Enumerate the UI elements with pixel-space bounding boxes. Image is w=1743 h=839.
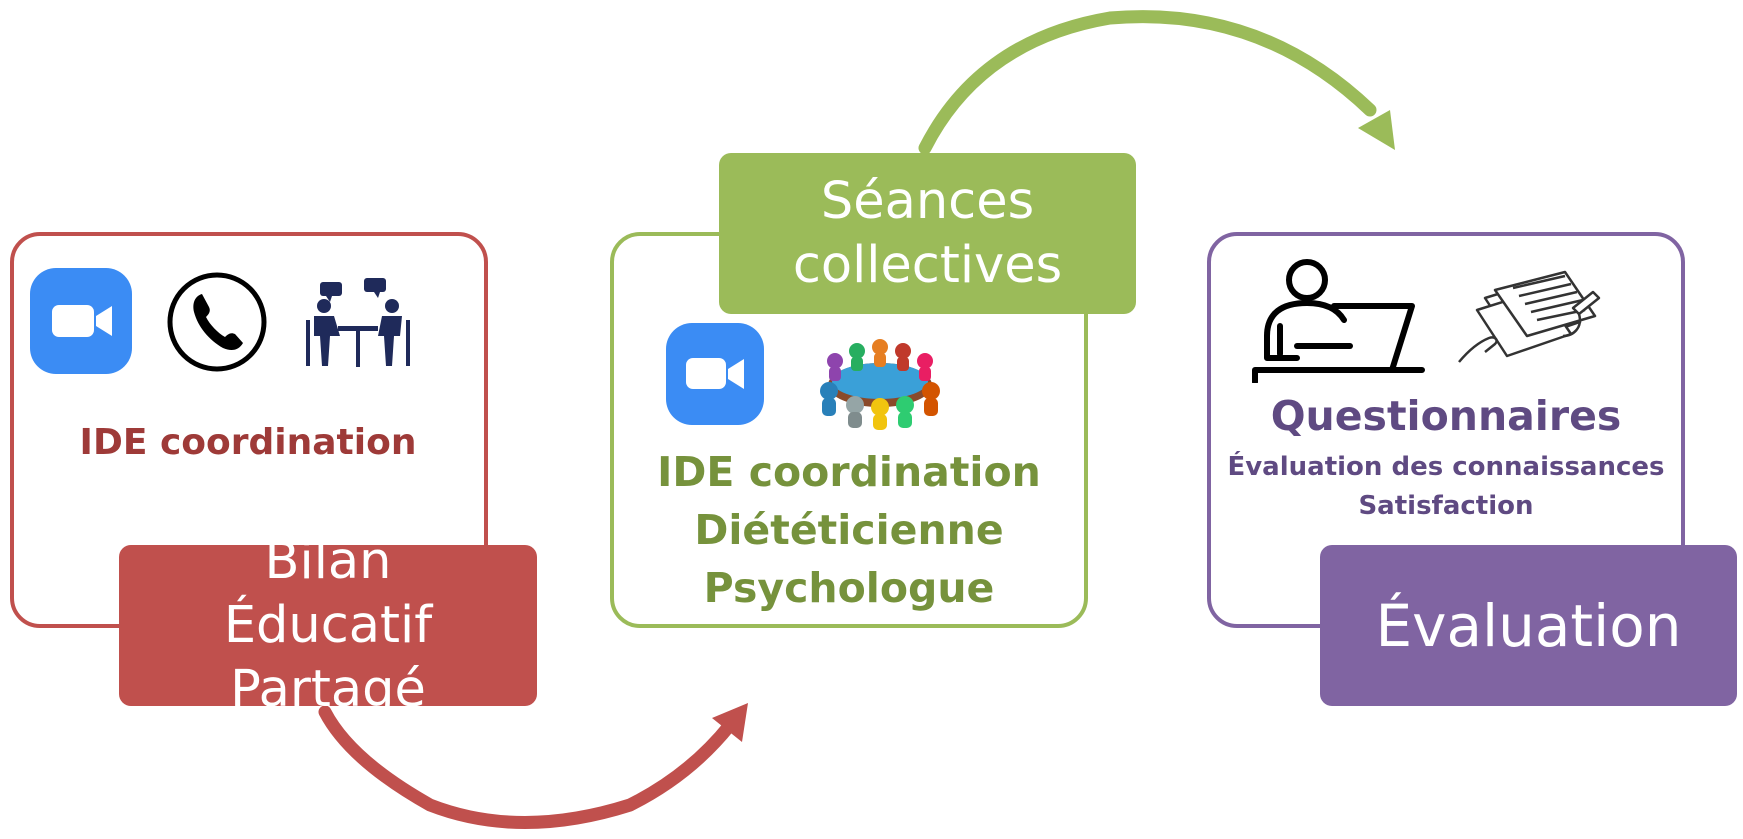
step3-lines: Évaluation des connaissances Satisfactio… (1217, 448, 1675, 526)
step2-tag-label: Séances collectives (792, 171, 1063, 295)
round-table-icon (815, 335, 945, 436)
step3-line-1: Évaluation des connaissances (1227, 452, 1665, 482)
person-laptop-icon (1252, 258, 1427, 388)
step3-title: Questionnaires (1270, 392, 1622, 440)
step2-role-3: Psychologue (703, 564, 995, 612)
meeting-icon (302, 276, 414, 373)
phone-icon (165, 270, 269, 379)
video-camera-icon (666, 323, 764, 430)
step1-role: IDE coordination (79, 422, 417, 463)
arrow-step1-to-step2-head (712, 703, 748, 742)
step1-tag: Bilan Éducatif Partagé (119, 532, 537, 719)
step2-role-2: Diététicienne (694, 506, 1004, 554)
arrow-step2-to-step3-head (1358, 110, 1395, 150)
video-camera-icon (30, 268, 132, 379)
questionnaire-icon (1455, 270, 1605, 375)
step3-line-2: Satisfaction (1358, 491, 1534, 521)
arrow-step1-to-step2 (318, 705, 737, 829)
step2-roles: IDE coordination Diététicienne Psycholog… (620, 443, 1078, 617)
step2-role-1: IDE coordination (657, 448, 1041, 496)
step3-tag: Évaluation (1320, 545, 1737, 706)
step2-tag: Séances collectives (719, 153, 1136, 314)
step1-tag-label: Bilan Éducatif Partagé (223, 531, 433, 719)
step3-tag-label: Évaluation (1375, 591, 1682, 660)
arrow-step2-to-step3 (918, 10, 1377, 155)
